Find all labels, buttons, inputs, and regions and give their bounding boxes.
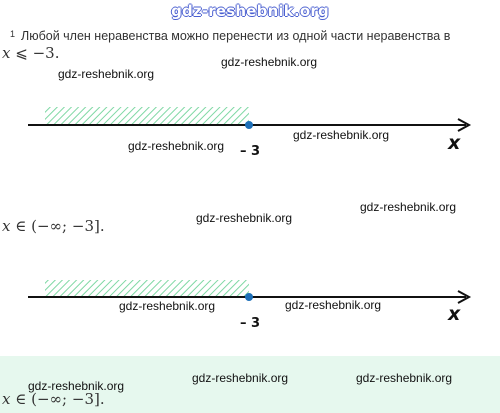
watermark: gdz-reshebnik.org — [192, 371, 289, 385]
watermark: gdz-reshebnik.org — [356, 371, 453, 385]
answer-box — [0, 356, 500, 413]
step2-lhs: x — [2, 217, 11, 235]
watermark: gdz-reshebnik.org — [28, 379, 125, 393]
step1-relation: ⩽ — [15, 44, 28, 62]
step2-interval-value: (−∞; −3]. — [31, 217, 105, 235]
intro-number: 1 — [10, 29, 16, 39]
solution-hatch-2 — [45, 280, 249, 297]
watermark: gdz-reshebnik.org — [119, 299, 216, 313]
step2-interval: x ∈ (−∞; −3]. — [2, 217, 105, 235]
axis-label-1: x — [448, 132, 461, 154]
step1-lhs: x — [2, 44, 11, 62]
solution-hatch-1 — [45, 107, 249, 125]
watermark: gdz-reshebnik.org — [285, 298, 382, 312]
point-minus-3-2 — [245, 293, 253, 301]
step1-inequality: x ⩽ −3. — [2, 44, 60, 62]
point-label-1: – 3 — [240, 144, 261, 159]
point-minus-3-1 — [245, 121, 253, 129]
answer-in: ∈ — [15, 390, 27, 408]
watermark: gdz-reshebnik.org — [128, 139, 225, 153]
watermark: gdz-reshebnik.org — [196, 211, 293, 225]
arrow-icon — [457, 118, 472, 132]
arrow-icon — [457, 290, 472, 304]
number-line-2 — [28, 280, 472, 304]
watermark: gdz-reshebnik.org — [58, 67, 155, 81]
watermark: gdz-reshebnik.org — [221, 55, 318, 69]
step2-in: ∈ — [15, 217, 27, 235]
intro-sentence: Любой член неравенства можно перенести и… — [21, 29, 451, 43]
axis-label-2: x — [448, 303, 461, 325]
intro-text: 1 Любой член неравенства можно перенести … — [10, 29, 500, 43]
watermark: gdz-reshebnik.org — [293, 128, 390, 142]
answer-lhs: x — [2, 390, 11, 408]
watermark: gdz-reshebnik.org — [360, 200, 457, 214]
point-label-2: – 3 — [240, 316, 261, 331]
site-header[interactable]: gdz-reshebnik.org — [171, 2, 329, 20]
answer-interval-value: (−∞; −3]. — [31, 390, 105, 408]
step1-rhs: −3. — [32, 44, 60, 62]
number-line-1 — [28, 107, 472, 132]
answer-interval: x ∈ (−∞; −3]. — [2, 390, 105, 408]
